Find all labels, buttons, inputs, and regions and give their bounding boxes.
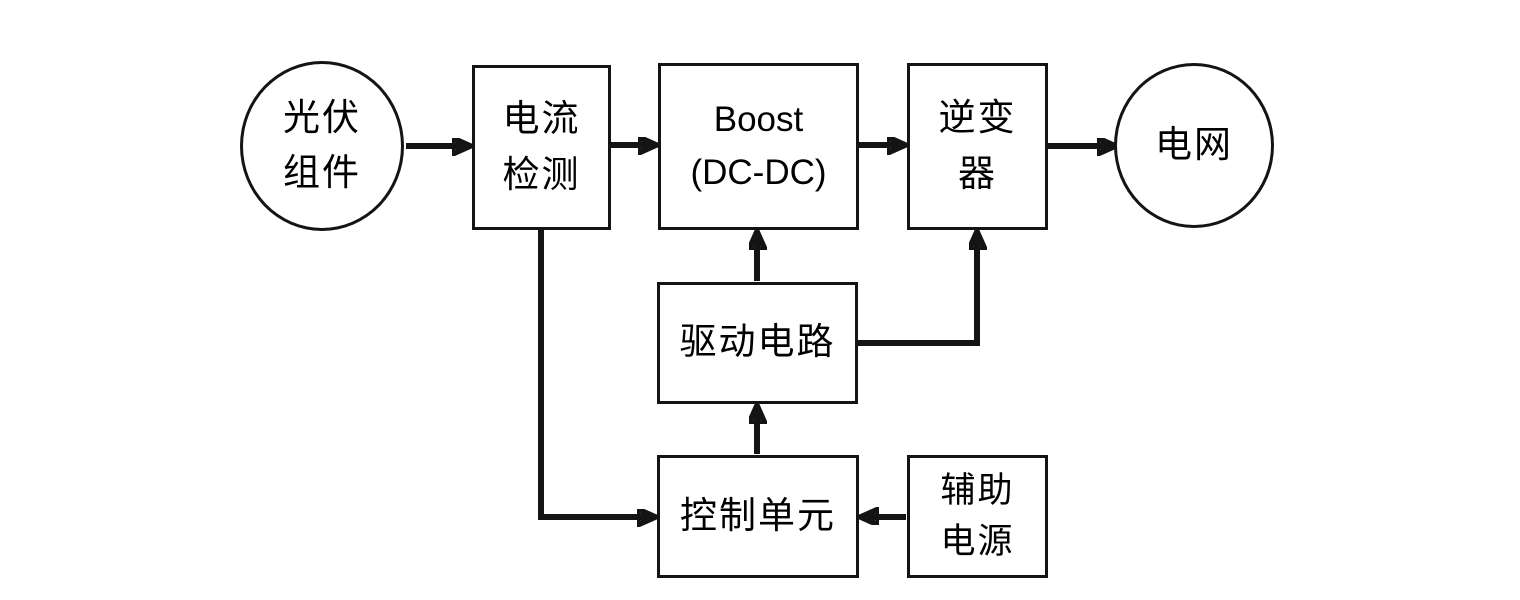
boost-label-line1: Boost [713, 100, 804, 139]
auxiliary-power-label-line2: 电源 [940, 521, 1015, 561]
boost-label-line2: (DC-DC) [690, 152, 827, 192]
node-drive-circuit: 驱动电路 [657, 282, 858, 404]
current-detection-label-line2: 检测 [502, 154, 581, 196]
node-control-unit: 控制单元 [657, 455, 859, 578]
current-detection-label-line1: 电流 [502, 99, 581, 140]
drive-circuit-label: 驱动电路 [679, 322, 836, 364]
control-unit-label: 控制单元 [680, 495, 836, 537]
node-auxiliary-power: 辅助 电源 [907, 455, 1048, 578]
edge-current-to-control-arrow [538, 229, 655, 517]
power-grid-label: 电网 [1155, 124, 1233, 166]
inverter-label-line1: 逆变 [938, 98, 1017, 139]
node-inverter: 逆变 器 [907, 63, 1048, 230]
node-pv-module: 光伏 组件 [240, 61, 404, 231]
edge-driver-to-inverter-arrow [858, 232, 977, 346]
inverter-label-line2: 器 [958, 153, 997, 195]
auxiliary-power-label-line1: 辅助 [940, 470, 1015, 510]
node-power-grid: 电网 [1114, 63, 1274, 228]
pv-module-label-line2: 组件 [283, 153, 361, 194]
node-boost-converter: Boost (DC-DC) [658, 63, 859, 230]
node-current-detection: 电流 检测 [472, 65, 611, 230]
pv-module-label-line1: 光伏 [283, 97, 361, 139]
